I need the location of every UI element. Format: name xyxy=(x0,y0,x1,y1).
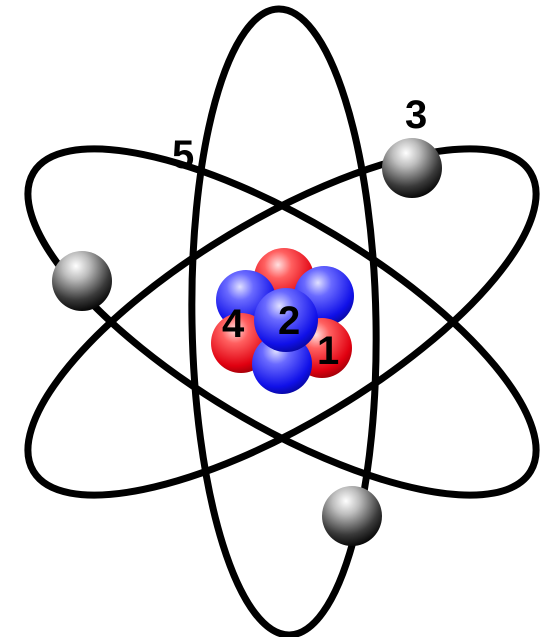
electron xyxy=(382,138,442,198)
label-4: 4 xyxy=(222,302,245,346)
electron xyxy=(52,251,112,311)
label-3: 3 xyxy=(405,93,427,137)
electron xyxy=(322,486,382,546)
label-5: 5 xyxy=(172,133,194,177)
label-2: 2 xyxy=(278,299,300,343)
label-1: 1 xyxy=(317,329,339,373)
